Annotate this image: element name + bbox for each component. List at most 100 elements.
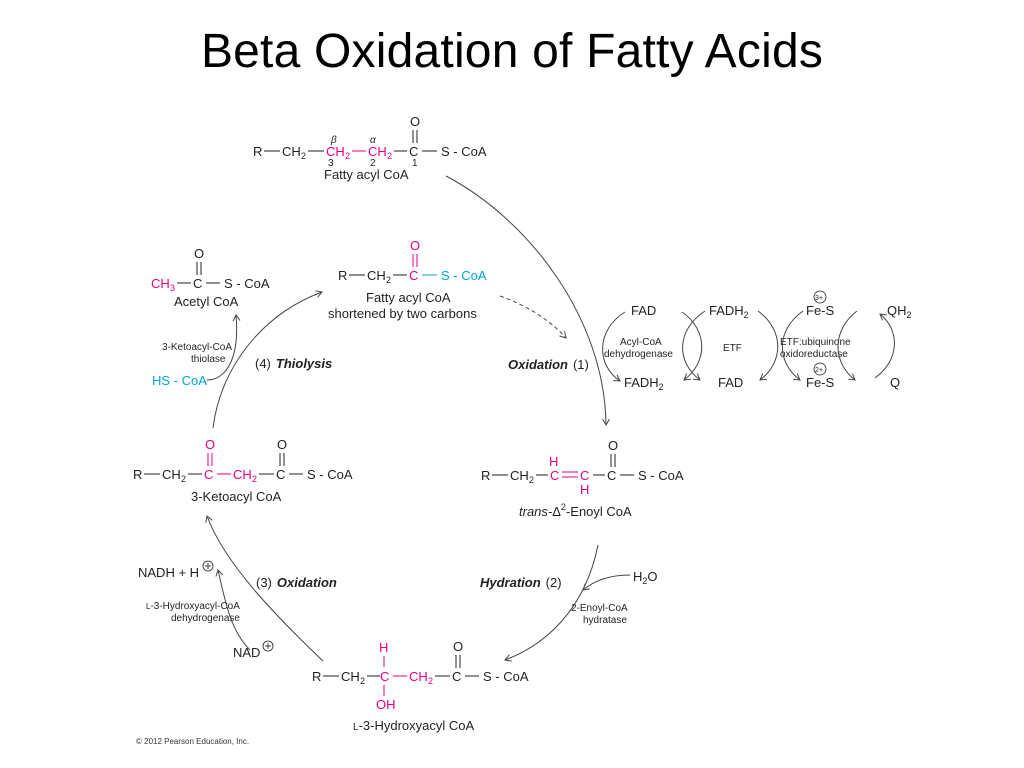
subscript: 2 xyxy=(387,151,392,161)
acyl-coa-dh-enzyme: Acyl-CoA xyxy=(620,337,662,348)
alkene-c2: C xyxy=(580,468,589,483)
electron-transfer-chain: FAD FADH2 FADH2 FAD Acyl-CoA dehydrogena… xyxy=(602,290,912,392)
r-group: R xyxy=(133,467,142,482)
nadh: NADH + H xyxy=(138,565,199,580)
copyright-notice: © 2012 Pearson Education, Inc. xyxy=(136,737,250,746)
r-group: R xyxy=(253,144,262,159)
carbonyl-o: O xyxy=(410,114,420,129)
ch2-alpha: CH xyxy=(233,467,252,482)
h2o: H2O xyxy=(633,569,658,586)
molecule-name: Fatty acyl CoA xyxy=(324,167,409,182)
fadh2-bottom: FADH2 xyxy=(624,375,664,392)
arrow-shortened-to-oxidation xyxy=(499,295,566,338)
molecule-name: L-3-Hydroxyacyl CoA xyxy=(353,718,474,733)
arrow-to-enoyl xyxy=(445,175,606,425)
hs-coa: HS - CoA xyxy=(152,373,207,388)
thiolase-enzyme-line2: thiolase xyxy=(191,354,226,365)
ch3: CH xyxy=(151,276,170,291)
carbonyl-c: C xyxy=(452,669,461,684)
r-group: R xyxy=(481,468,490,483)
trans-enoyl-coa: R CH 2 H C C H C O S - CoA trans-Δ2-Enoy… xyxy=(481,438,684,519)
carbonyl-o: O xyxy=(277,437,287,452)
ch2: CH xyxy=(367,268,386,283)
curve-etf-right xyxy=(757,310,779,380)
name-rest: -Enoyl CoA xyxy=(566,504,632,519)
subscript: 2 xyxy=(301,151,306,161)
arrow-to-hydroxyacyl xyxy=(505,544,599,660)
hydroxyacyl-dh-enzyme: L-3-Hydroxyacyl-CoA xyxy=(146,601,240,612)
carbonyl-c: C xyxy=(193,276,202,291)
ch2-alpha: CH xyxy=(368,144,387,159)
trans-prefix: trans- xyxy=(519,504,553,519)
h-top: H xyxy=(549,454,558,469)
subscript: 2 xyxy=(529,475,534,485)
hydratase-enzyme-line2: hydratase xyxy=(583,615,627,626)
carbonyl-o: O xyxy=(410,238,420,253)
s-coa: S - CoA xyxy=(307,467,353,482)
curve-etf-left xyxy=(682,310,706,380)
beta-label: β xyxy=(330,135,337,146)
s-coa: S - CoA xyxy=(638,468,684,483)
arrow-nadh-out xyxy=(218,570,251,651)
etf-label: ETF xyxy=(723,343,742,354)
ch2: CH xyxy=(162,467,181,482)
oxidation-3-label: (3)Oxidation xyxy=(256,575,337,590)
acetyl-coa: CH 3 C O S - CoA Acetyl CoA xyxy=(151,246,270,309)
hydroxyacyl-coa: R CH 2 H C OH CH 2 C O S - CoA L-3-Hydro… xyxy=(312,639,529,733)
r-group: R xyxy=(338,268,347,283)
arrow-to-shortened xyxy=(212,292,322,429)
qh2: QH2 xyxy=(887,303,912,320)
ketoacyl-coa: R CH 2 C O CH 2 C O S - CoA 3-Ketoacyl C… xyxy=(133,437,353,504)
delta: Δ xyxy=(552,504,561,519)
q: Q xyxy=(890,375,900,390)
subscript: 3 xyxy=(170,283,175,293)
hydroxyacyl-dh-enzyme-line2: dehydrogenase xyxy=(171,613,240,624)
molecule-name: Fatty acyl CoA xyxy=(366,290,451,305)
etf-qo-enzyme-line2: oxidoreductase xyxy=(780,349,848,360)
shortened-fatty-acyl-coa: R CH 2 C O S - CoA Fatty acyl CoA shorte… xyxy=(328,238,487,321)
h: H xyxy=(379,640,388,655)
hydratase-enzyme: 2-Enoyl-CoA xyxy=(571,603,628,614)
curve-fadh2-down xyxy=(681,311,703,380)
hydration-label: Hydration(2) xyxy=(480,575,562,590)
etf-qo-enzyme: ETF:ubiquinone xyxy=(780,337,851,348)
carbon-number: 1 xyxy=(412,158,418,169)
l-prefix: L xyxy=(353,722,359,733)
molecule-name: trans-Δ2-Enoyl CoA xyxy=(519,502,632,519)
thiolysis-label: (4)Thiolysis xyxy=(255,356,332,371)
subscript: 2 xyxy=(428,676,433,686)
h-bottom: H xyxy=(580,482,589,497)
charge-2plus: 2+ xyxy=(815,367,823,374)
s-coa: S - CoA xyxy=(224,276,270,291)
thiolase-enzyme: 3-Ketoacyl-CoA xyxy=(162,342,232,353)
page-title: Beta Oxidation of Fatty Acids xyxy=(200,25,824,78)
name-rest: -3-Hydroxyacyl CoA xyxy=(359,718,475,733)
ch2: CH xyxy=(282,144,301,159)
ch2-alpha: CH xyxy=(409,669,428,684)
oh: OH xyxy=(376,697,396,712)
carbonyl-o: O xyxy=(453,639,463,654)
step-labels: Oxidation(1) Hydration(2) H2O 2-Enoyl-Co… xyxy=(138,342,658,660)
s-coa: S - CoA xyxy=(483,669,529,684)
carbon-number: 2 xyxy=(370,158,376,169)
nad: NAD xyxy=(233,645,260,660)
oxidation-1-label: Oxidation(1) xyxy=(508,357,589,372)
arrow-hscoa-in xyxy=(206,315,237,381)
subscript: 2 xyxy=(252,474,257,484)
ch2-beta: CH xyxy=(326,144,345,159)
carbonyl-o: O xyxy=(608,438,618,453)
arrow-to-ketoacyl xyxy=(207,516,324,662)
carbonyl-c: C xyxy=(409,268,418,283)
fadh2-top: FADH2 xyxy=(709,303,749,320)
molecule-name: Acetyl CoA xyxy=(174,294,239,309)
subscript: 2 xyxy=(345,151,350,161)
ch2: CH xyxy=(510,468,529,483)
fe-s-oxidized: Fe-S xyxy=(806,303,835,318)
alpha-label: α xyxy=(370,135,376,146)
s-coa: S - CoA xyxy=(441,144,487,159)
fad-bottom: FAD xyxy=(718,375,743,390)
curve-fes-right xyxy=(837,310,858,380)
carbonyl-c: C xyxy=(607,468,616,483)
cycle-arrows xyxy=(206,175,631,662)
carbonyl-c: C xyxy=(409,144,418,159)
